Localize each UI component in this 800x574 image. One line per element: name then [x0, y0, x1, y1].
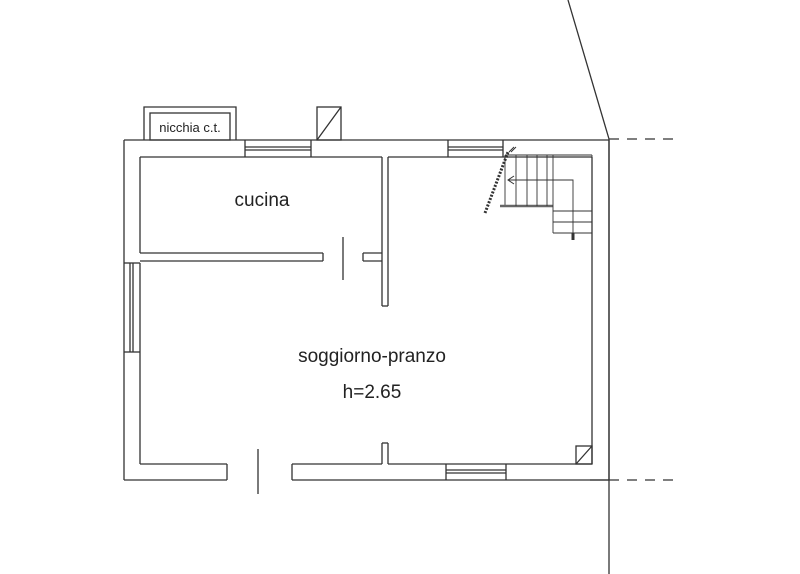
- window-top-right: [447, 140, 504, 157]
- window-bottom: [445, 464, 507, 480]
- room-height-label: h=2.65: [343, 382, 402, 403]
- outer-walls: [123, 139, 610, 481]
- window-left: [124, 262, 140, 353]
- flue-top: [316, 106, 342, 141]
- construction-lines: [567, 0, 680, 574]
- window-top-left: [244, 140, 312, 157]
- kitchen-partition: [140, 252, 382, 262]
- nicchia-label: nicchia c.t.: [159, 120, 220, 135]
- room-label-cucina: cucina: [235, 190, 290, 211]
- staircase: [483, 146, 593, 240]
- vertical-partition: [381, 157, 389, 307]
- flue-bottom-right: [575, 445, 593, 465]
- nicchia-box: [143, 106, 237, 141]
- room-label-soggiorno-pranzo: soggiorno-pranzo: [298, 346, 446, 367]
